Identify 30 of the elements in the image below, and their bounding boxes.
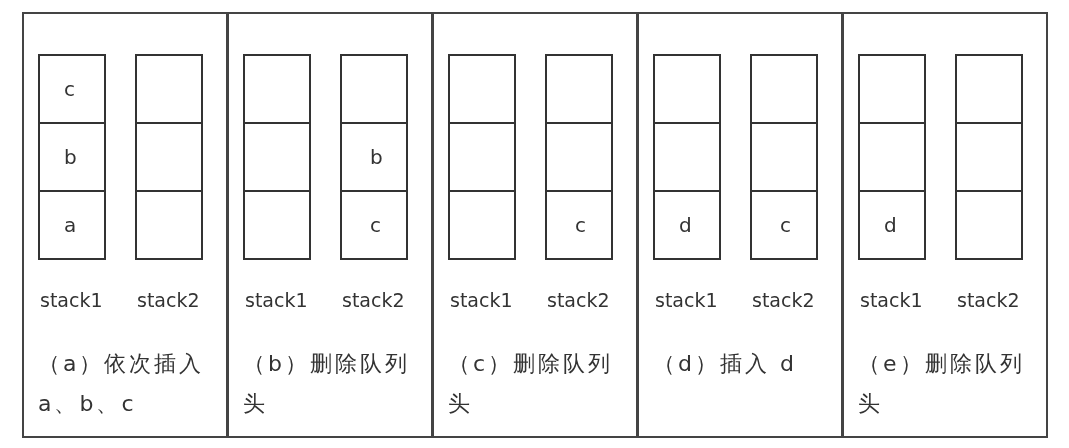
- stack-label: stack1: [860, 289, 923, 311]
- panel-caption: （e）删除队列头: [858, 350, 1026, 418]
- panel-caption: （a）依次插入 a、b、c: [38, 350, 206, 418]
- stack-label: stack2: [342, 289, 405, 311]
- stack-label: stack2: [547, 289, 610, 311]
- stack-cell: b: [340, 122, 408, 192]
- panel: [842, 12, 1048, 438]
- panel: [432, 12, 638, 438]
- panel: [637, 12, 843, 438]
- panel: [22, 12, 228, 438]
- stack-cell: d: [653, 190, 721, 260]
- panel-caption: （d）插入 d: [653, 350, 798, 378]
- stack-cell: d: [858, 190, 926, 260]
- stack-cell: c: [340, 190, 408, 260]
- stack-label: stack1: [245, 289, 308, 311]
- stack-cell: a: [38, 190, 106, 260]
- stack-label: stack2: [137, 289, 200, 311]
- stack-label: stack2: [752, 289, 815, 311]
- stack-label: stack1: [450, 289, 513, 311]
- panel: [227, 12, 433, 438]
- stack-cell: c: [545, 190, 613, 260]
- stack-cell: c: [750, 190, 818, 260]
- stack-cell: c: [38, 54, 106, 124]
- stack-label: stack1: [655, 289, 718, 311]
- stack-label: stack1: [40, 289, 103, 311]
- stack-label: stack2: [957, 289, 1020, 311]
- panel-caption: （c）删除队列头: [448, 350, 615, 418]
- panel-caption: （b）删除队列头: [243, 350, 411, 418]
- stack-cell: b: [38, 122, 106, 192]
- empty-cell: [340, 54, 408, 124]
